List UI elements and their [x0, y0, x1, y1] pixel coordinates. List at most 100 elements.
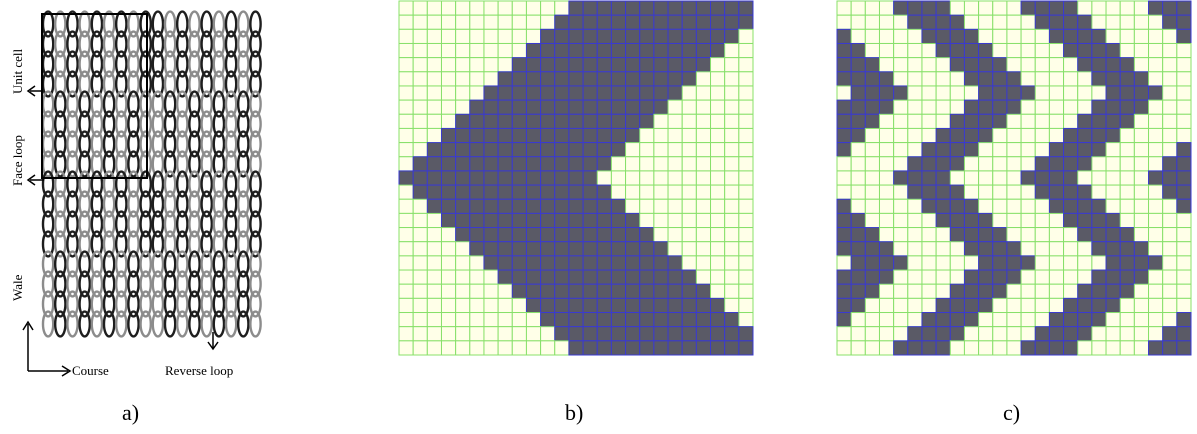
grid-cell-dark — [921, 198, 937, 214]
grid-cell-light — [1162, 71, 1178, 87]
grid-cell-light — [1006, 283, 1022, 299]
grid-cell-light — [710, 241, 726, 257]
grid-cell-light — [949, 170, 965, 186]
knit-loop — [236, 270, 250, 298]
grid-cell-dark — [440, 212, 457, 229]
grid-cell-light — [426, 0, 442, 16]
knit-loop — [163, 10, 177, 38]
grid-cell-dark — [440, 156, 457, 172]
grid-cell-light — [878, 57, 895, 73]
grid-cell-light — [710, 227, 726, 243]
grid-cell-light — [483, 71, 499, 87]
knit-loop — [78, 190, 92, 218]
knit-loop — [53, 110, 67, 138]
grid-cell-dark — [440, 184, 457, 200]
knit-loop — [236, 290, 250, 318]
grid-cell-dark — [1105, 255, 1121, 271]
grid-cell-light — [1176, 241, 1192, 257]
grid-cell-light — [878, 340, 895, 356]
grid-cell-light — [469, 28, 485, 44]
knit-loop — [200, 310, 214, 338]
knit-loop — [90, 170, 104, 198]
grid-cell-light — [455, 340, 471, 356]
grid-cell-dark — [864, 269, 880, 285]
knit-loop — [175, 310, 189, 338]
grid-cell-light — [1020, 326, 1036, 342]
grid-cell-dark — [1063, 14, 1079, 30]
grid-cell-dark — [1105, 71, 1121, 87]
knit-loop — [249, 50, 262, 78]
grid-cell-dark — [1176, 156, 1192, 172]
grid-cell-light — [1105, 312, 1121, 328]
grid-cell-dark — [907, 0, 923, 16]
grid-cell-dark — [695, 283, 712, 299]
grid-cell-dark — [525, 297, 542, 314]
grid-cell-dark — [1105, 297, 1121, 314]
grid-cell-light — [1162, 312, 1178, 328]
grid-cell-dark — [511, 255, 527, 271]
knit-loop — [236, 230, 250, 258]
course-arrow — [28, 365, 72, 377]
grid-cell-light — [724, 184, 740, 200]
grid-cell-light — [1091, 326, 1107, 342]
knit-loop — [102, 190, 116, 218]
grid-cell-light — [426, 269, 442, 285]
grid-cell-light — [1063, 255, 1079, 271]
grid-cell-light — [1148, 198, 1164, 214]
grid-cell-light — [455, 0, 471, 16]
grid-cell-dark — [568, 212, 584, 229]
grid-cell-light — [1020, 227, 1036, 243]
grid-cell-dark — [1077, 184, 1093, 200]
grid-cell-dark — [667, 57, 683, 73]
grid-cell-dark — [1148, 170, 1164, 186]
grid-cell-dark — [610, 42, 627, 59]
grid-cell-dark — [455, 156, 471, 172]
grid-cell-light — [878, 127, 895, 144]
grid-cell-dark — [483, 241, 499, 257]
grid-cell-dark — [1091, 212, 1107, 229]
grid-cell-light — [836, 170, 852, 186]
knit-loop — [78, 210, 92, 238]
grid-cell-light — [1148, 71, 1164, 87]
knit-loop — [114, 90, 128, 118]
knit-loop — [188, 70, 201, 98]
grid-cell-dark — [568, 156, 584, 172]
knit-loop — [66, 130, 79, 158]
grid-cell-light — [1077, 0, 1093, 16]
knit-loop — [249, 170, 262, 198]
grid-cell-light — [440, 85, 457, 101]
knit-loop — [90, 70, 104, 98]
knit-loop — [163, 150, 177, 178]
grid-cell-dark — [469, 241, 485, 257]
knit-loop — [212, 170, 226, 198]
grid-cell-light — [511, 326, 527, 342]
knit-loop — [78, 230, 92, 258]
grid-cell-dark — [1162, 14, 1178, 30]
grid-cell-light — [1077, 170, 1093, 186]
grid-cell-dark — [1063, 28, 1079, 44]
grid-cell-dark — [639, 283, 655, 299]
grid-cell-dark — [921, 156, 937, 172]
knit-loop — [175, 50, 189, 78]
knit-loop — [53, 10, 67, 38]
grid-cell-dark — [639, 255, 655, 271]
grid-cell-light — [412, 127, 428, 144]
course-label: Course — [72, 363, 109, 378]
grid-cell-dark — [625, 85, 641, 101]
grid-cell-light — [724, 269, 740, 285]
grid-cell-dark — [836, 28, 852, 44]
grid-cell-light — [1048, 283, 1065, 299]
grid-cell-light — [1006, 326, 1022, 342]
grid-cell-dark — [1119, 241, 1135, 257]
grid-cell-light — [681, 198, 697, 214]
grid-cell-dark — [836, 71, 852, 87]
grid-cell-dark — [1148, 0, 1164, 16]
grid-cell-dark — [469, 212, 485, 229]
grid-cell-dark — [1091, 283, 1107, 299]
grid-cell-dark — [921, 14, 937, 30]
grid-cell-dark — [724, 28, 740, 44]
grid-cell-light — [1119, 127, 1135, 144]
knit-loop — [78, 70, 92, 98]
grid-cell-dark — [864, 57, 880, 73]
grid-cell-dark — [625, 227, 641, 243]
